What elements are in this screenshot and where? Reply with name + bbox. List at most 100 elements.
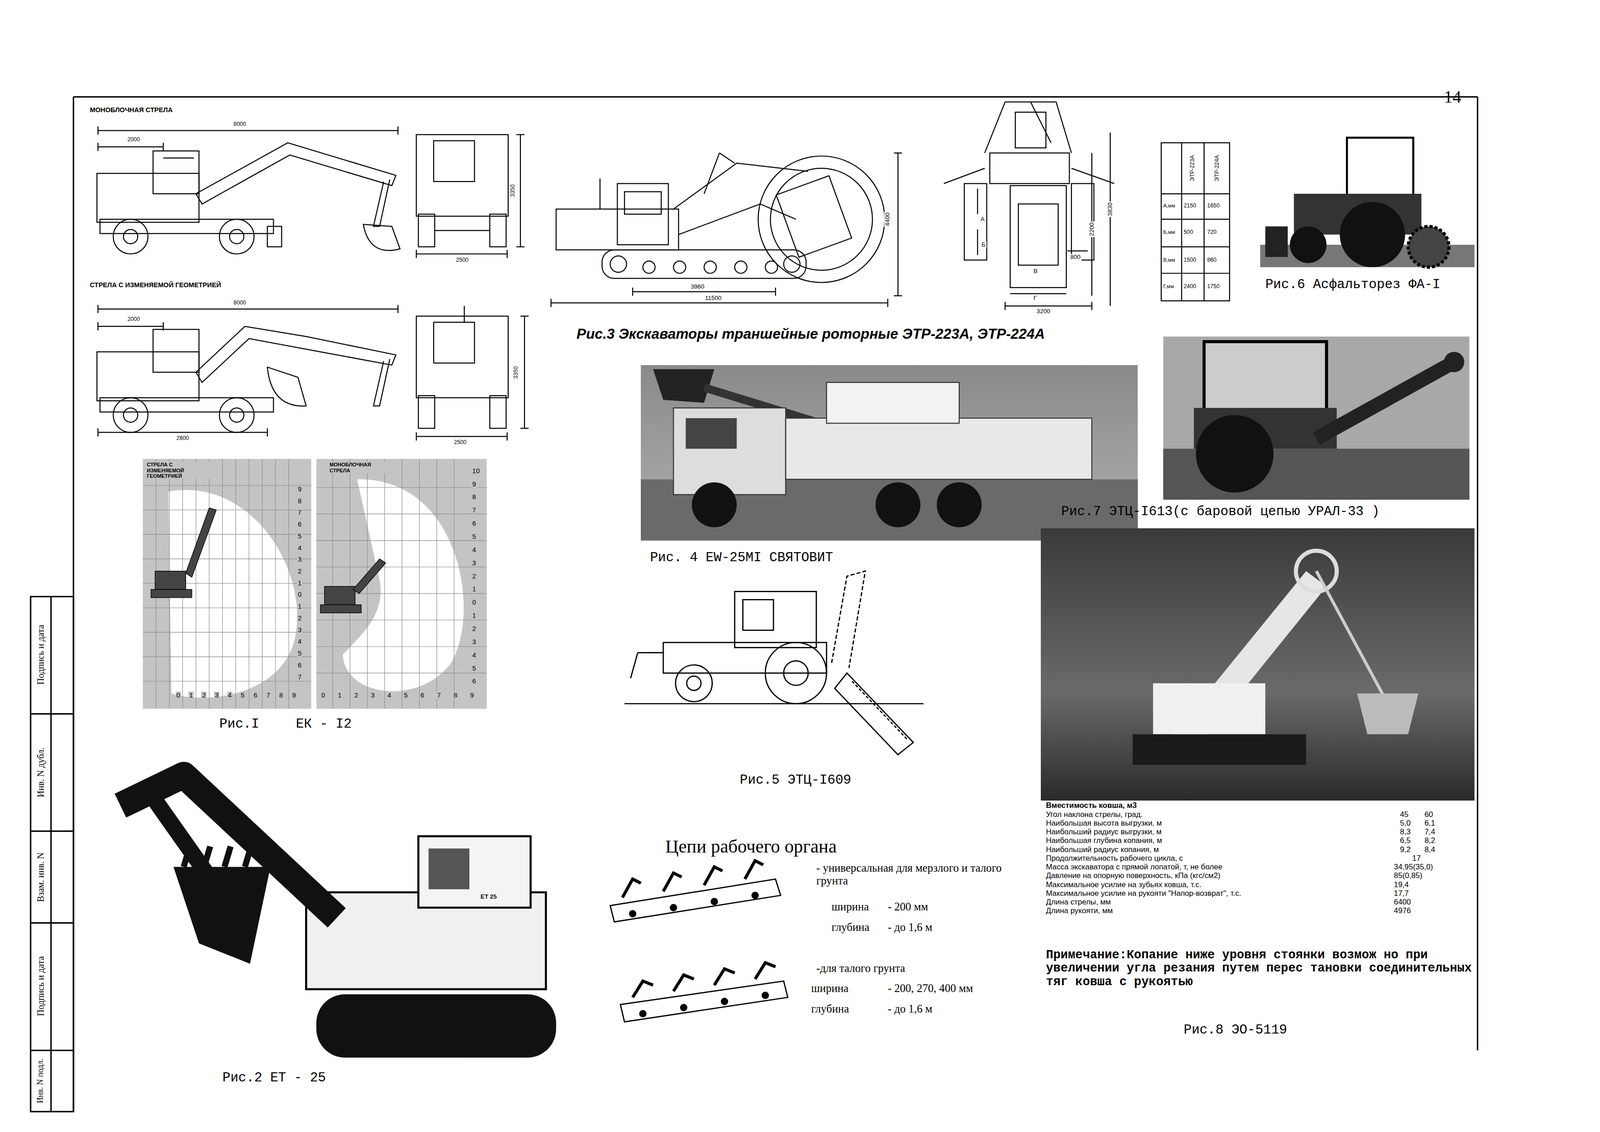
asphalt-cutter-figure-part	[1346, 137, 1413, 199]
trencher-side-view-part	[893, 295, 903, 297]
excavator-side-view-part	[363, 224, 400, 251]
trencher-front-view	[943, 102, 1115, 311]
reach-chart-part-part	[320, 605, 361, 614]
figure-caption: Рис.I	[219, 717, 260, 733]
axis-tick: 4	[471, 651, 478, 660]
chain-trencher-drawing-part	[831, 571, 866, 669]
axis-tick: 0	[296, 591, 303, 599]
size-table-part	[1181, 142, 1183, 302]
table-cell: Давление на опорную поверхность, кПа (кг…	[1045, 872, 1221, 881]
dimension-label: В	[1032, 268, 1039, 276]
table-cell: Масса экскаватора с прямой лопатой, т, н…	[1045, 863, 1223, 872]
dimension-label: Б	[980, 241, 987, 249]
text-label: Цепи рабочего органа	[665, 836, 837, 858]
chain-illustration-part	[620, 981, 788, 1023]
excavator-side-view-part	[98, 431, 268, 433]
excavator-side-view-part	[196, 142, 397, 204]
excavator-side-view-part	[415, 432, 417, 441]
photo-shovel-excavator-part	[1316, 571, 1388, 705]
chain-illustration-part	[670, 904, 677, 911]
text-label: - до 1,6 м	[887, 921, 933, 934]
excavator-side-view-part	[267, 367, 307, 406]
figure-caption: Рис.5 ЭТЦ-I609	[739, 773, 852, 789]
reach-chart-part-part	[208, 459, 210, 710]
axis-tick: 1	[296, 579, 303, 588]
table-cell: 8,2	[1424, 836, 1435, 846]
excavator-side-view-part	[433, 322, 475, 364]
axis-tick: 1	[471, 612, 478, 620]
table-cell: 85(0,85)	[1393, 872, 1423, 881]
axis-tick: 0	[320, 691, 326, 700]
excavator-side-view-part	[463, 306, 465, 323]
size-table-part	[1161, 218, 1230, 220]
dimension-label: 2000	[126, 316, 141, 323]
reach-chart-part	[320, 559, 386, 614]
table-cell: Максимальное усилие на рукояти "Напор-во…	[1045, 889, 1242, 899]
excavator-side-view-part	[520, 427, 529, 429]
size-table-part	[1161, 142, 1230, 302]
reach-chart-part-part	[222, 459, 223, 710]
figure-caption: Рис.8 ЭО-5119	[1183, 1023, 1288, 1039]
sheet-frame-part	[30, 831, 74, 833]
axis-tick: 2	[353, 691, 359, 700]
axis-tick: 4	[471, 546, 478, 554]
photo-chain-trencher-part	[1316, 362, 1455, 439]
excavator-side-view-part	[433, 140, 475, 182]
excavator-side-view-part	[397, 126, 399, 135]
table-cell: 1500	[1183, 257, 1196, 264]
figure-caption: Рис.3 Экскаваторы траншейные роторные ЭТ…	[576, 326, 1045, 343]
reach-chart-part-part	[349, 459, 351, 710]
reach-chart-part-part	[142, 558, 312, 560]
excavator-side-view-part	[219, 397, 255, 433]
excavator-side-view-part	[416, 134, 509, 217]
excavator-side-view-part	[153, 150, 200, 194]
trencher-side-view-part	[770, 168, 873, 271]
excavator-side-view-part	[416, 253, 508, 255]
chain-illustration-part	[762, 992, 769, 999]
chain-trencher-drawing-part	[734, 591, 817, 648]
trencher-side-view-part	[550, 298, 552, 307]
reach-chart-part-part	[316, 514, 488, 515]
reach-chart-part-part	[436, 459, 437, 710]
trencher-side-view-part	[887, 298, 889, 307]
dimension-label: 2500	[452, 439, 468, 447]
trencher-front-view-part	[1010, 185, 1067, 288]
axis-tick: 7	[296, 509, 303, 517]
trencher-side-view-part	[624, 192, 662, 215]
photo-shovel-excavator	[1040, 528, 1475, 801]
reach-chart-part-part	[288, 459, 290, 710]
dimension-label: 800	[1069, 254, 1082, 261]
table-cell: 2400	[1183, 283, 1196, 291]
axis-tick: 3	[471, 638, 478, 646]
axis-tick: 7	[296, 673, 303, 681]
sheet-frame-part	[30, 922, 74, 925]
axis-tick: 6	[471, 519, 478, 528]
chain-trencher-drawing-part	[686, 676, 702, 691]
photo-excavator-truck-part	[936, 482, 982, 528]
excavator-side-view-part	[229, 229, 244, 244]
reach-chart-part-part	[235, 459, 236, 710]
axis-tick: 9	[471, 480, 478, 489]
excavator-side-view-part	[97, 173, 200, 223]
asphalt-cutter-figure-part	[1289, 226, 1327, 264]
size-table	[1161, 142, 1230, 302]
axis-tick: 4	[386, 691, 392, 700]
photo-chain-trencher-part	[1195, 415, 1274, 493]
asphalt-cutter-figure-part	[1407, 226, 1449, 268]
crawler-excavator-figure	[120, 775, 556, 1059]
table-cell: 860	[1207, 257, 1217, 264]
dimension-label: 8000	[232, 300, 247, 307]
axis-tick: 6	[296, 661, 303, 670]
table-cell: Наибольшая глубина копания, м	[1045, 836, 1163, 846]
photo-chain-trencher-part	[1204, 341, 1327, 414]
trencher-side-view-part	[632, 287, 634, 297]
trencher-front-view-part	[1018, 203, 1059, 265]
reach-chart-part-part	[316, 487, 488, 489]
crawler-excavator-figure-part	[183, 846, 252, 868]
sheet-frame-part	[30, 713, 74, 715]
axis-tick: 8	[452, 691, 458, 700]
reach-chart-part-part	[195, 459, 197, 710]
trencher-front-view-part	[1030, 102, 1052, 143]
table-cell: Длина рукояти, мм	[1045, 907, 1113, 916]
photo-excavator-truck-part	[785, 418, 1092, 480]
